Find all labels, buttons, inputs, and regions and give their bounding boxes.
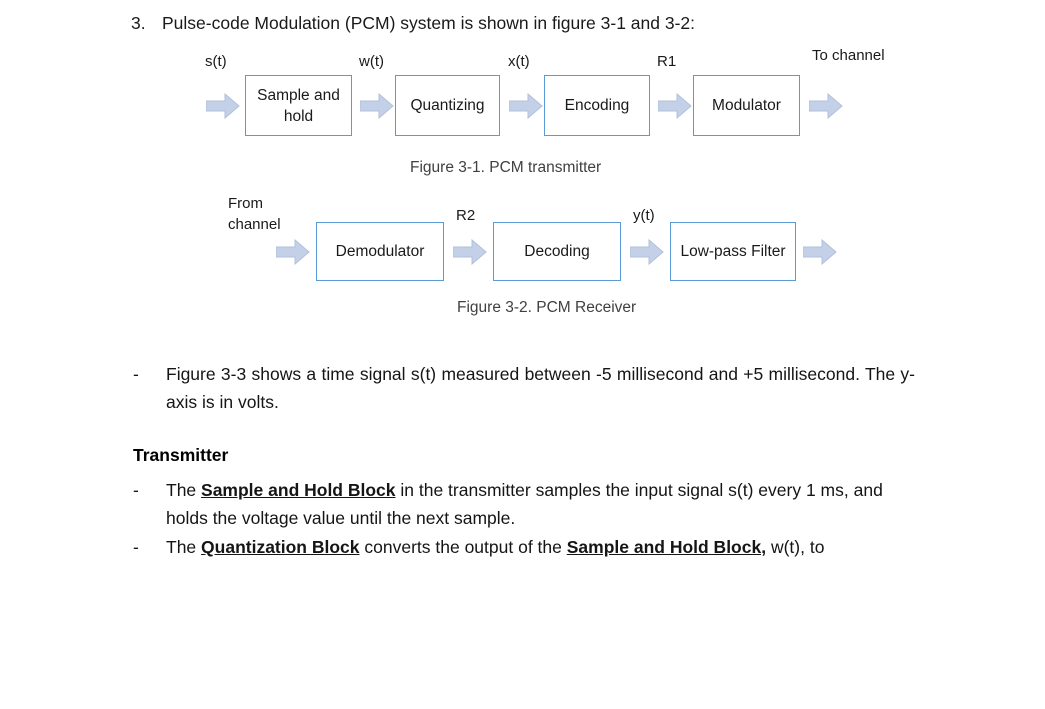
arrow-from-channel [276,239,310,265]
signal-label-from-channel: From channel [228,195,281,233]
arrow-r2 [453,239,487,265]
paragraph-figure-note: Figure 3-3 shows a time signal s(t) meas… [166,364,915,412]
signal-label-xt: x(t) [508,53,530,70]
block-label: Low-pass Filter [680,243,786,260]
question-text: Pulse-code Modulation (PCM) system is sh… [162,13,696,33]
paragraph-sample-hold: The Sample and Hold Block in the transmi… [166,476,926,532]
block-label: Modulator [712,97,781,114]
bullet-marker-2: - [133,537,139,557]
signal-label-r1: R1 [657,53,677,70]
text-before: The [166,537,202,557]
block-label: Decoding [524,243,590,260]
section-title-transmitter: Transmitter [133,445,229,465]
block-label: Quantizing [410,97,485,114]
page-title: 3. Pulse-code Modulation (PCM) system is … [131,11,1011,35]
block-label: Encoding [564,97,630,114]
block-demodulator: Demodulator [316,222,444,281]
arrow-input-st [206,93,240,119]
block-decoding: Decoding [493,222,621,281]
bullet-marker-1: - [133,480,139,500]
arrow-yt [630,239,664,265]
paragraph-quantization: The Quantization Block converts the outp… [166,533,956,561]
arrow-output [803,239,837,265]
signal-label-wt: w(t) [359,53,384,70]
emphasis-sample-and-hold-block-2: Sample and Hold Block, [566,537,767,557]
text-middle: converts the output of the [359,537,567,557]
block-label: Sample and hold [257,86,340,125]
bullet-marker-figure-note: - [133,364,139,384]
question-number: 3. [131,13,146,33]
block-low-pass-filter: Low-pass Filter [670,222,796,281]
arrow-r1 [658,93,692,119]
block-encoding: Encoding [544,75,650,136]
signal-label-yt: y(t) [633,207,655,224]
block-modulator: Modulator [693,75,800,136]
text-after: w(t), to [766,537,825,557]
emphasis-quantization-block: Quantization Block [201,537,360,557]
signal-label-r2: R2 [456,207,476,224]
block-sample-and-hold: Sample and hold [245,75,352,136]
arrow-wt [360,93,394,119]
arrow-xt [509,93,543,119]
text-before: The [166,480,202,500]
figure-caption-3-2: Figure 3-2. PCM Receiver [457,299,637,316]
pcm-transmitter-diagram: s(t) w(t) x(t) R1 To channel Sample and … [0,0,1045,180]
signal-label-to-channel: To channel [812,47,885,64]
signal-label-st: s(t) [205,53,227,70]
emphasis-sample-and-hold-block: Sample and Hold Block [201,480,396,500]
pcm-receiver-diagram: From channel R2 y(t) Demodulator Decodin… [0,0,1045,330]
figure-caption-3-1: Figure 3-1. PCM transmitter [410,159,602,176]
arrow-to-channel [809,93,843,119]
text-after: in the transmitter samples the input sig… [166,480,883,528]
block-quantizing: Quantizing [395,75,500,136]
block-label: Demodulator [335,243,425,260]
